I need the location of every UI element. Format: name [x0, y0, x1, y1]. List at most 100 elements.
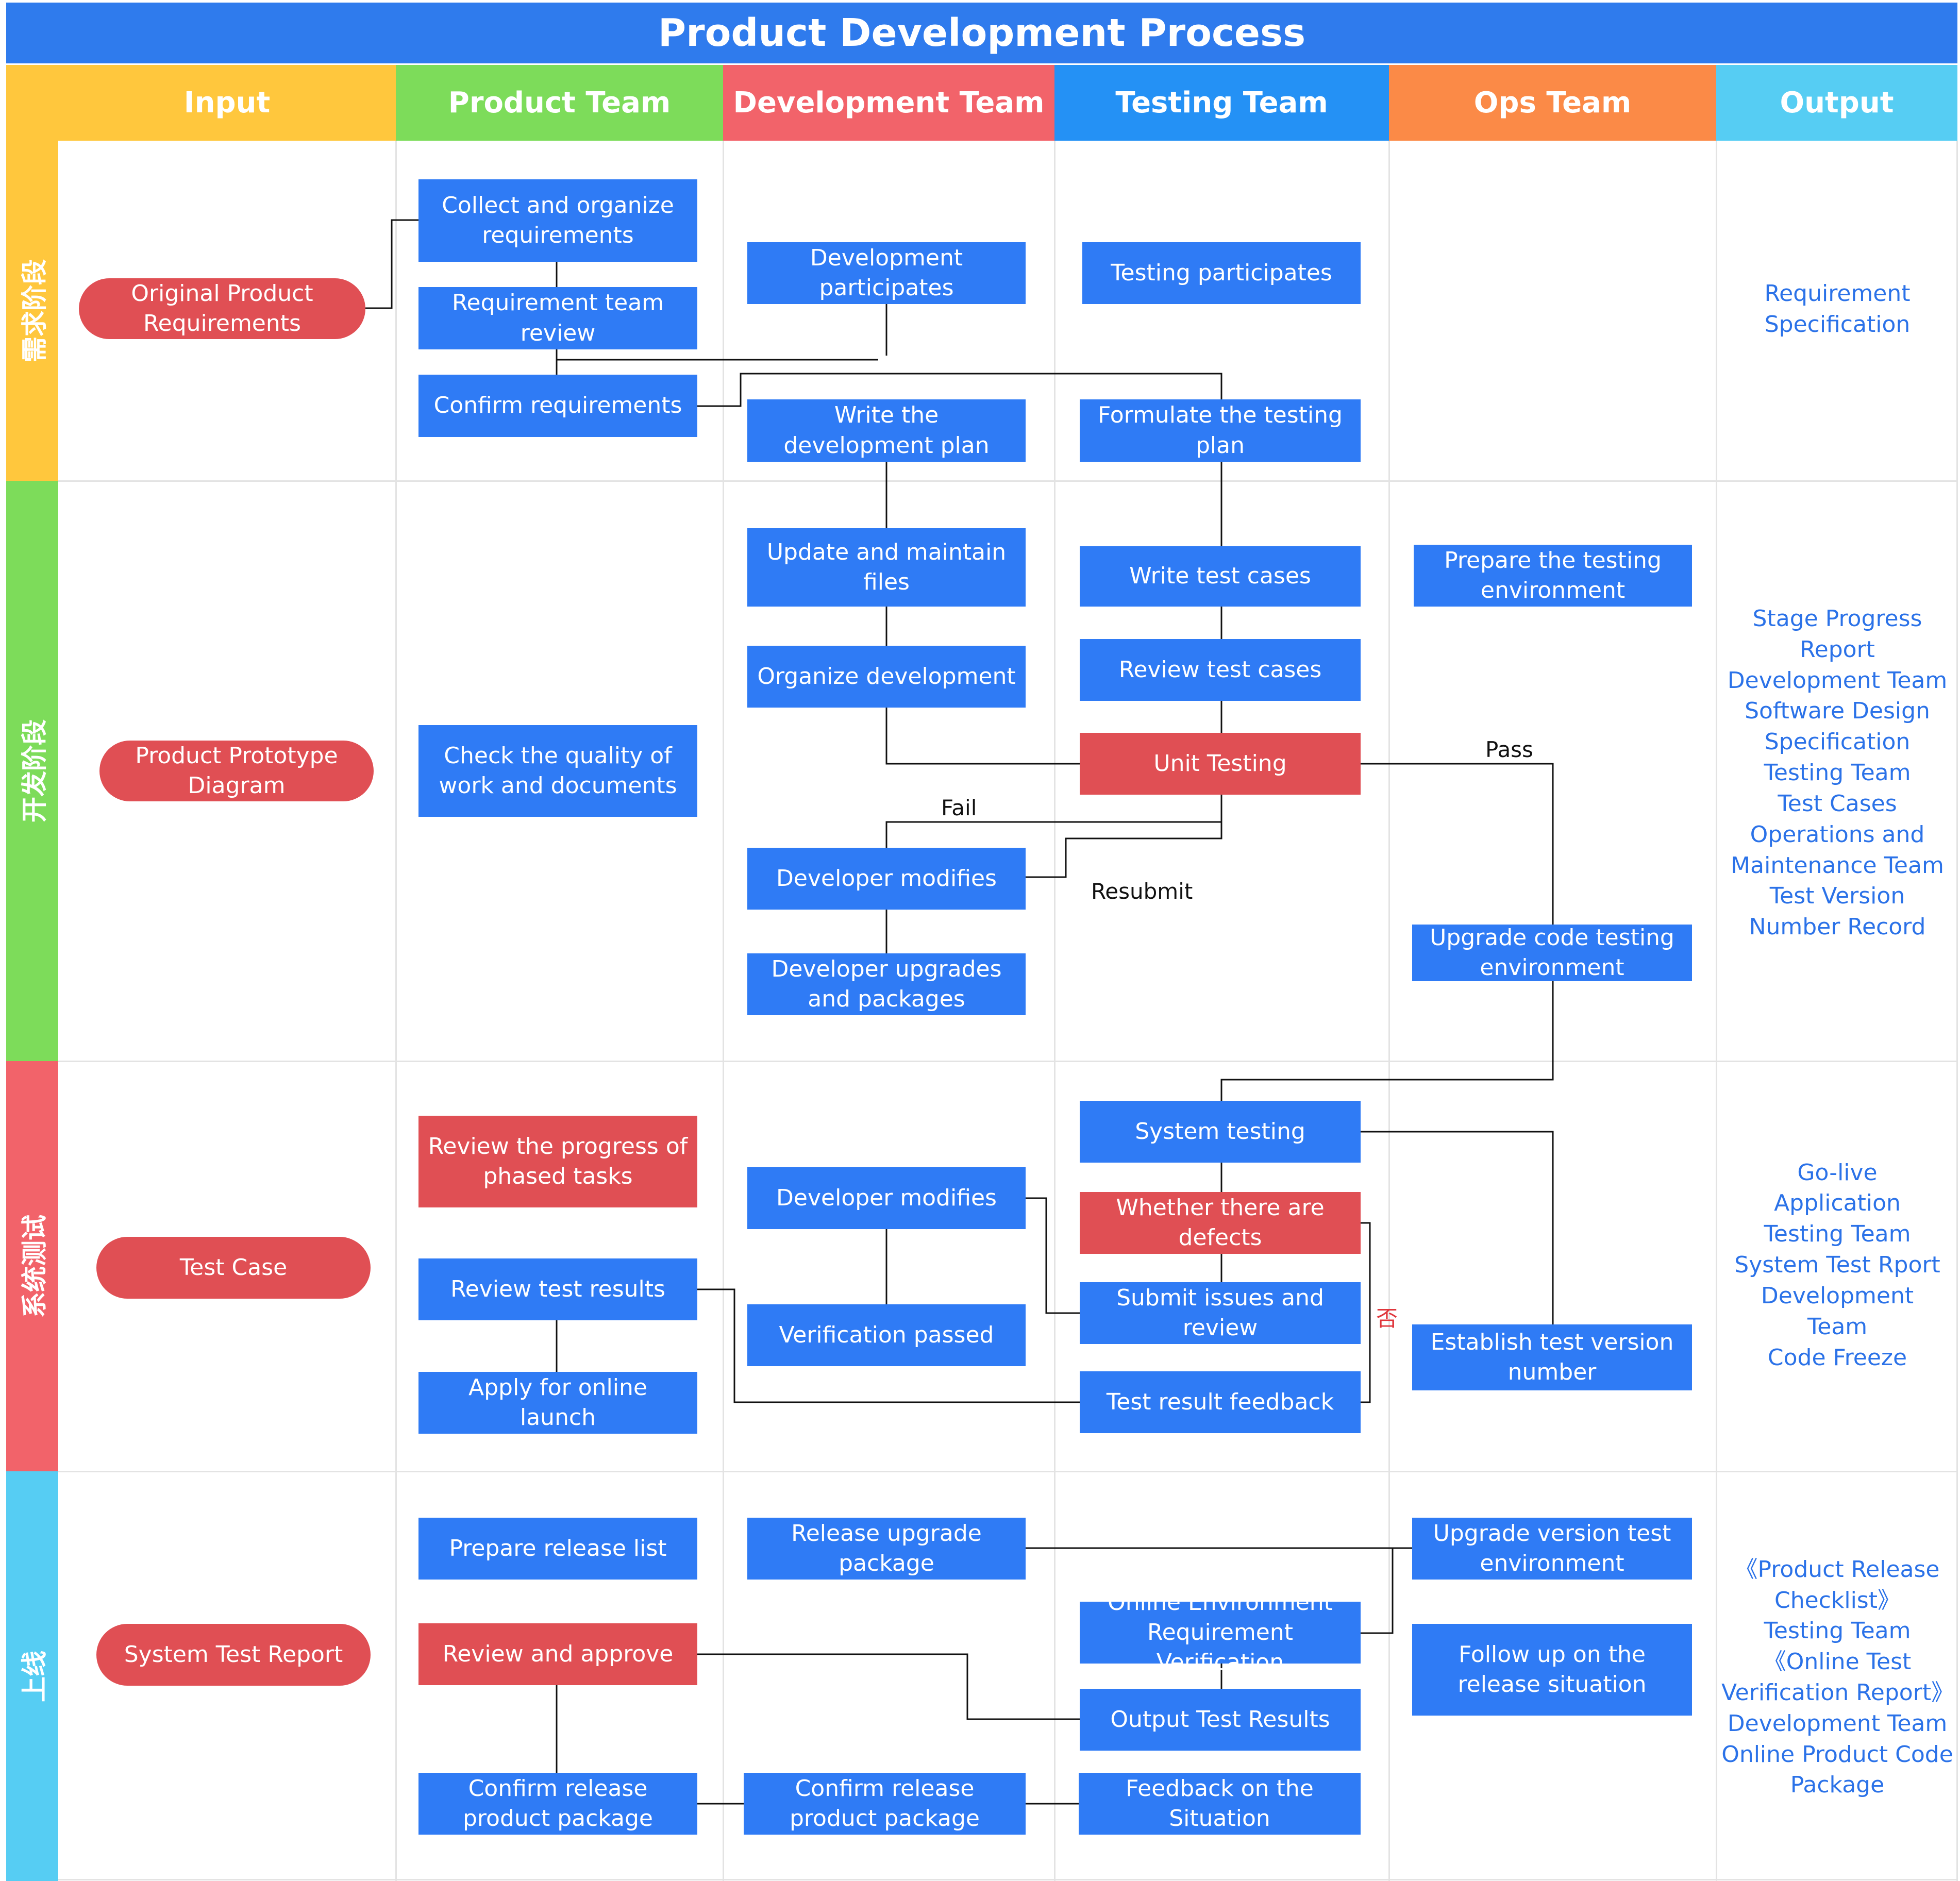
- node-feedback-situation: Feedback on the Situation: [1079, 1773, 1361, 1835]
- edge-label-no: 否: [1376, 1306, 1398, 1331]
- edge-label-fail: Fail: [941, 795, 977, 820]
- node-collect-requirements: Collect and organize requirements: [418, 179, 697, 262]
- node-formulate-test-plan: Formulate the testing plan: [1080, 399, 1361, 462]
- grid-line: [58, 1471, 1958, 1472]
- corner-cell: [6, 65, 58, 141]
- node-testing-participates: Testing participates: [1082, 242, 1361, 304]
- node-requirement-team-review: Requirement team review: [418, 287, 697, 349]
- column-header-output: Output: [1716, 65, 1957, 141]
- node-whether-defects: Whether there are defects: [1080, 1192, 1361, 1254]
- column-header-testing-team: Testing Team: [1054, 65, 1389, 141]
- output-line: Report: [1800, 636, 1875, 663]
- node-review-progress: Review the progress of phased tasks: [418, 1116, 697, 1207]
- output-line: Code Freeze: [1767, 1344, 1907, 1371]
- edge-label-pass: Pass: [1485, 737, 1533, 762]
- grid-line: [58, 480, 1958, 482]
- node-online-env-verification: Online Environment Requirement Verificat…: [1080, 1589, 1361, 1675]
- edge-label-resubmit: Resubmit: [1091, 879, 1193, 904]
- column-header-development-team: Development Team: [723, 65, 1054, 141]
- output-line: Go-live: [1797, 1159, 1878, 1186]
- grid-line: [58, 1879, 1958, 1880]
- grid-line: [58, 1061, 1958, 1062]
- column-header-ops-team: Ops Team: [1389, 65, 1716, 141]
- node-output-test-results: Output Test Results: [1080, 1689, 1361, 1751]
- node-developer-modifies: Developer modifies: [747, 848, 1026, 910]
- input-original-requirements: Original Product Requirements: [79, 278, 365, 339]
- node-review-test-cases: Review test cases: [1080, 639, 1361, 701]
- output-development: Stage Progress Report Development Team S…: [1721, 603, 1953, 943]
- phase-requirements: 需求阶段: [6, 141, 58, 481]
- output-line: Development Team: [1727, 1710, 1948, 1737]
- node-check-quality: Check the quality of work and documents: [418, 725, 697, 817]
- output-line: Development Team: [1727, 667, 1948, 694]
- output-line: Software Design: [1745, 698, 1930, 725]
- output-line: Number Record: [1749, 914, 1926, 940]
- grid-line: [395, 141, 397, 1881]
- output-line: 《Product Release: [1735, 1556, 1940, 1583]
- input-system-test-report: System Test Report: [96, 1624, 371, 1686]
- output-line: Development: [1761, 1282, 1914, 1309]
- node-apply-online-launch: Apply for online launch: [418, 1372, 697, 1434]
- phase-system-test: 系统测试: [6, 1061, 58, 1471]
- output-line: Checklist》: [1774, 1587, 1900, 1614]
- phase-development: 开发阶段: [6, 481, 58, 1061]
- output-line: Test Version: [1769, 883, 1905, 910]
- column-header-product-team: Product Team: [396, 65, 723, 141]
- node-establish-version: Establish test version number: [1412, 1324, 1692, 1390]
- diagram-title: Product Development Process: [6, 3, 1957, 63]
- output-line: Requirement: [1764, 280, 1911, 307]
- grid-line: [1956, 141, 1958, 1881]
- input-test-case: Test Case: [96, 1237, 371, 1299]
- output-line: System Test Rport: [1734, 1252, 1940, 1279]
- node-system-testing: System testing: [1080, 1101, 1361, 1163]
- node-test-result-feedback: Test result feedback: [1080, 1371, 1361, 1433]
- node-follow-up-release: Follow up on the release situation: [1412, 1624, 1692, 1716]
- node-prepare-test-env: Prepare the testing environment: [1414, 545, 1692, 607]
- output-line: Testing Team: [1764, 1221, 1911, 1248]
- node-write-test-cases: Write test cases: [1080, 546, 1361, 607]
- grid-line: [1388, 141, 1390, 1881]
- output-line: 《Online Test: [1763, 1649, 1912, 1675]
- output-requirements: Requirement Specification: [1721, 268, 1953, 350]
- output-line: Package: [1790, 1772, 1885, 1799]
- grid-line: [723, 141, 724, 1881]
- node-review-test-results: Review test results: [418, 1258, 697, 1320]
- node-organize-development: Organize development: [747, 646, 1026, 708]
- output-line: Testing Team: [1764, 760, 1911, 786]
- node-developer-upgrades: Developer upgrades and packages: [747, 953, 1026, 1015]
- output-line: Verification Report》: [1721, 1680, 1954, 1706]
- grid-line: [1054, 141, 1056, 1881]
- output-line: Application: [1774, 1190, 1901, 1217]
- node-submit-issues: Submit issues and review: [1080, 1282, 1361, 1344]
- node-unit-testing: Unit Testing: [1080, 733, 1361, 795]
- output-line: Specification: [1764, 311, 1911, 338]
- phase-launch: 上线: [6, 1471, 58, 1881]
- output-system-test: Go-live Application Testing Team System …: [1721, 1154, 1953, 1376]
- node-prepare-release-list: Prepare release list: [418, 1518, 697, 1580]
- node-confirm-release-product: Confirm release product package: [418, 1773, 697, 1835]
- column-header-input: Input: [58, 65, 396, 141]
- node-verification-passed: Verification passed: [747, 1304, 1026, 1366]
- node-release-upgrade-package: Release upgrade package: [747, 1518, 1026, 1580]
- output-line: Test Cases: [1778, 790, 1897, 817]
- node-confirm-requirements: Confirm requirements: [418, 375, 697, 437]
- node-confirm-release-dev: Confirm release product package: [744, 1773, 1026, 1835]
- output-line: Online Product Code: [1721, 1741, 1953, 1768]
- node-upgrade-code-env: Upgrade code testing environment: [1412, 925, 1692, 981]
- output-line: Stage Progress: [1752, 605, 1922, 632]
- output-line: Operations and: [1750, 821, 1925, 848]
- node-development-participates: Development participates: [747, 242, 1026, 304]
- output-launch: 《Product Release Checklist》 Testing Team…: [1721, 1551, 1954, 1804]
- grid-line: [1716, 141, 1717, 1881]
- input-prototype-diagram: Product Prototype Diagram: [99, 741, 374, 801]
- node-upgrade-version-env: Upgrade version test environment: [1412, 1518, 1692, 1580]
- output-line: Specification: [1764, 729, 1911, 755]
- node-review-approve: Review and approve: [418, 1623, 697, 1685]
- node-write-dev-plan: Write the development plan: [747, 399, 1026, 462]
- node-developer-modifies-system: Developer modifies: [747, 1167, 1026, 1229]
- node-update-files: Update and maintain files: [747, 528, 1026, 607]
- output-line: Maintenance Team: [1731, 852, 1944, 879]
- output-line: Team: [1807, 1313, 1868, 1340]
